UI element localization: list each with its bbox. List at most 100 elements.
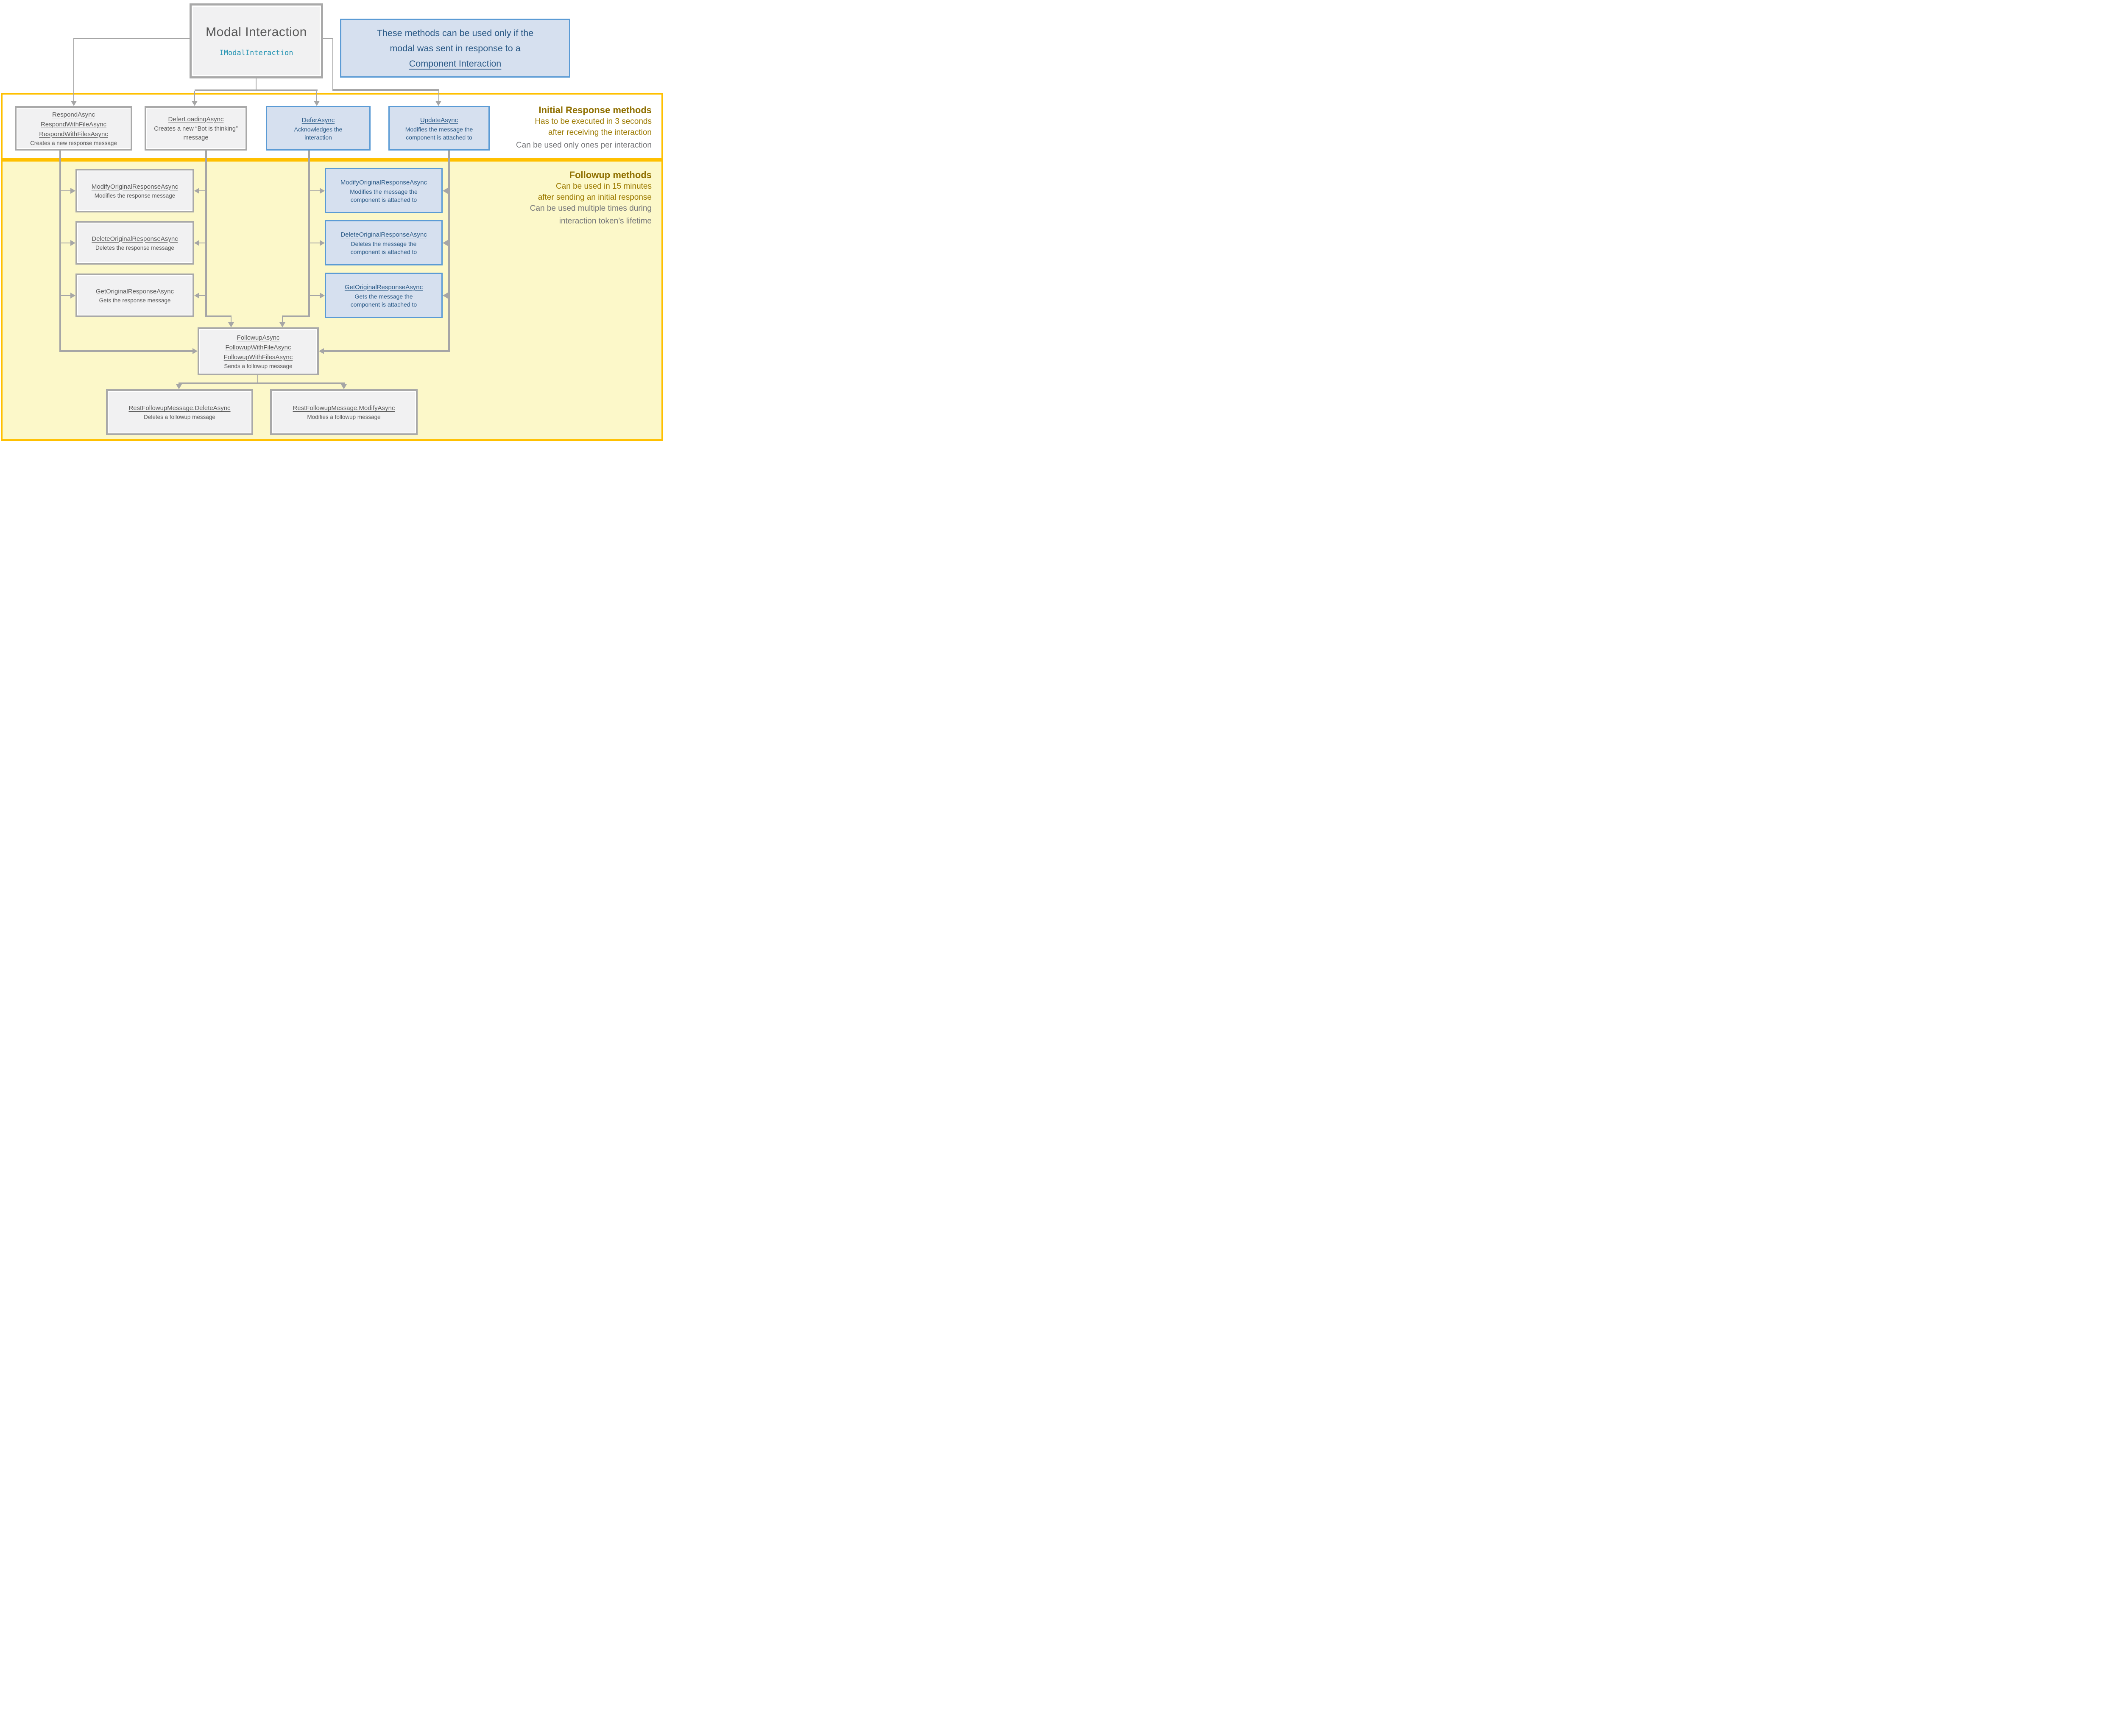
connector-line [199,190,206,191]
method-link[interactable]: FollowupWithFileAsync [225,343,291,351]
connector-line [256,78,257,90]
method-link[interactable]: GetOriginalResponseAsync [344,283,423,291]
method-link[interactable]: ModifyOriginalResponseAsync [340,179,427,186]
method-description: Modifies the message the component is at… [350,188,418,203]
note-line: after receiving the interaction [548,128,652,137]
connector-line [282,316,283,323]
arrowhead-right-icon [70,240,75,246]
method-link[interactable]: UpdateAsync [420,116,458,124]
connector-line [195,89,318,91]
method-link[interactable]: DeleteOriginalResponseAsync [340,231,427,238]
method-description: Deletes a followup message [144,414,215,420]
method-link[interactable]: RespondWithFilesAsync [39,130,108,138]
modify-original-response-box: ModifyOriginalResponseAsync Modifies the… [75,169,194,212]
arrowhead-left-icon [194,188,199,194]
arrowhead-right-icon [320,293,325,299]
connector-line [194,91,195,101]
connector-line [310,295,320,296]
method-link[interactable]: FollowupAsync [237,334,280,341]
connector-line [179,382,345,384]
method-description: Creates a new response message [30,140,117,146]
method-description: Gets the response message [99,297,171,304]
method-description: Sends a followup message [224,363,293,369]
delete-original-response-box: DeleteOriginalResponseAsync Deletes the … [75,221,194,265]
connector-line [59,350,194,352]
connector-line [447,295,450,296]
arrowhead-left-icon [443,188,448,194]
connector-line [282,315,309,317]
rest-followup-modify-box: RestFollowupMessage.ModifyAsync Modifies… [270,389,418,435]
method-link[interactable]: RestFollowupMessage.DeleteAsync [128,405,231,412]
modify-original-response-component-box: ModifyOriginalResponseAsync Modifies the… [325,168,443,213]
method-link[interactable]: ModifyOriginalResponseAsync [91,183,179,190]
connector-line [205,315,232,317]
connector-line [61,295,72,296]
followup-note: Followup methods Can be used in 15 minut… [530,169,652,227]
method-description: Modifies the message the component is at… [405,126,473,141]
arrowhead-down-icon [192,101,198,106]
arrowhead-left-icon [319,348,324,354]
arrowhead-left-icon [443,240,448,246]
interface-name-code: IModalInteraction [219,48,293,57]
method-description: Acknowledges the interaction [294,126,343,141]
arrowhead-down-icon [279,322,285,327]
connector-line [323,38,333,39]
connector-line [310,190,320,191]
arrowhead-right-icon [320,240,325,246]
arrowhead-right-icon [70,188,75,194]
connector-line [61,190,72,191]
update-async-box: UpdateAsync Modifies the message the com… [388,106,490,151]
method-link[interactable]: RespondAsync [52,111,95,118]
method-link[interactable]: GetOriginalResponseAsync [95,287,174,295]
section-heading: Followup methods [569,170,652,180]
arrowhead-down-icon [314,101,320,106]
section-heading: Initial Response methods [538,105,652,115]
initial-response-note: Initial Response methods Has to be execu… [516,104,652,151]
arrowhead-down-icon [228,322,234,327]
method-description: Modifies the response message [94,192,176,199]
note-line: Has to be executed in 3 seconds [535,117,652,126]
arrowhead-left-icon [194,293,199,299]
connector-line [199,295,206,296]
connector-line [438,91,439,101]
modal-interaction-box: Modal Interaction IModalInteraction [190,3,323,78]
arrowhead-left-icon [194,240,199,246]
rest-followup-delete-box: RestFollowupMessage.DeleteAsync Deletes … [106,389,253,435]
connector-line [316,91,317,101]
arrowhead-right-icon [70,293,75,299]
method-link[interactable]: FollowupWithFilesAsync [223,353,293,361]
method-description: Gets the message the component is attach… [350,293,417,308]
connector-line [332,38,333,90]
connector-line [59,151,61,352]
connector-line [205,151,207,317]
note-text-line: modal was sent in response to a [390,43,521,53]
component-interaction-link[interactable]: Component Interaction [409,58,502,69]
note-line: Can be used only ones per interaction [516,141,652,150]
connector-line [308,151,310,317]
note-text-line: These methods can be used only if the [377,28,534,38]
note-line: Can be used multiple times during [530,204,652,213]
method-link[interactable]: DeferLoadingAsync [168,115,224,123]
method-link[interactable]: RestFollowupMessage.ModifyAsync [293,405,395,412]
arrowhead-down-icon [435,101,441,106]
note-line: after sending an initial response [538,193,652,202]
method-link[interactable]: RespondWithFileAsync [40,120,107,128]
diagram-canvas: Modal Interaction IModalInteraction Thes… [0,0,665,442]
get-original-response-box: GetOriginalResponseAsync Gets the respon… [75,274,194,317]
delete-original-response-component-box: DeleteOriginalResponseAsync Deletes the … [325,220,443,265]
get-original-response-component-box: GetOriginalResponseAsync Gets the messag… [325,273,443,318]
followup-async-box: FollowupAsync FollowupWithFileAsync Foll… [198,327,319,375]
connector-line [231,316,232,323]
component-interaction-note: These methods can be used only if the mo… [340,19,570,78]
method-description: Deletes the response message [95,244,175,251]
method-link[interactable]: DeleteOriginalResponseAsync [92,235,178,243]
method-description: Creates a new “Bot is thinking” message [154,125,238,141]
connector-line [332,89,439,91]
arrowhead-right-icon [320,188,325,194]
arrowhead-down-icon [341,384,347,389]
connector-line [73,38,74,101]
connector-line [448,151,450,352]
connector-line [257,375,258,383]
connector-line [447,190,450,191]
method-link[interactable]: DeferAsync [301,116,335,124]
